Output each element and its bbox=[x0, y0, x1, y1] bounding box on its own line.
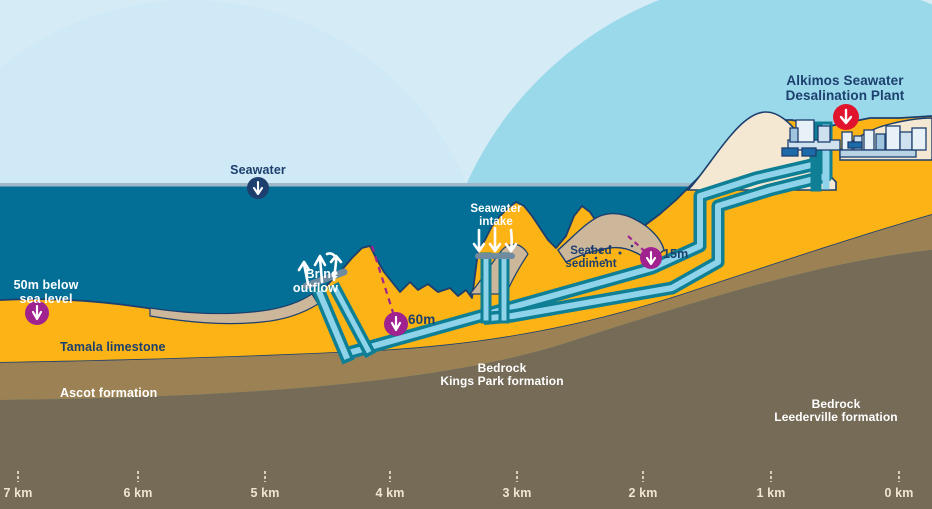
seabed-sediment-label: Seabed sediment bbox=[548, 245, 634, 271]
ascot-formation-label: Ascot formation bbox=[60, 386, 158, 400]
leederville-formation-label: Bedrock Leederville formation bbox=[736, 397, 932, 425]
seawater-intake-line2: intake bbox=[479, 215, 513, 228]
marker-depth-60m[interactable] bbox=[384, 312, 408, 336]
brine-outflow-line1: Brine bbox=[305, 267, 338, 281]
brine-diffuser-cap bbox=[302, 268, 348, 290]
marker-seawater[interactable] bbox=[247, 177, 269, 199]
brine-outflow-arrows-icon bbox=[297, 252, 343, 286]
scale-tick-label: 2 km bbox=[628, 486, 658, 500]
plant-label-line2: Desalination Plant bbox=[785, 88, 905, 104]
scale-tick-label: 1 km bbox=[756, 486, 786, 500]
seawater-intake-line1: Seawater bbox=[470, 203, 522, 215]
marker-plant[interactable] bbox=[833, 104, 859, 130]
depth-50m-line1: 50m below bbox=[13, 278, 79, 292]
seawater-intake-label: Seawater intake bbox=[450, 203, 542, 229]
bedrock-leederville-layer bbox=[0, 250, 932, 460]
kings-park-line2: Kings Park formation bbox=[440, 374, 564, 389]
scale-tick-label: 6 km bbox=[123, 486, 153, 500]
depth-60m-label: 60m bbox=[408, 312, 436, 327]
seawater-label: Seawater bbox=[230, 163, 286, 177]
scale-tick-label: 7 km bbox=[3, 486, 33, 500]
pipe-brine-riser-b-inner bbox=[332, 286, 372, 354]
leederville-line2: Leederville formation bbox=[774, 410, 898, 425]
sea-surface-line bbox=[0, 183, 932, 187]
ascot-formation-layer bbox=[0, 214, 932, 400]
seabed-sediment-line2: sediment bbox=[565, 257, 617, 270]
plant-label: Alkimos Seawater Desalination Plant bbox=[770, 73, 920, 103]
sediment-texture-dots bbox=[582, 244, 634, 262]
scale-tick-marks bbox=[17, 471, 900, 482]
depth-15m-label: 15m bbox=[663, 247, 689, 261]
depth-50m-label: 50m below sea level bbox=[2, 278, 90, 306]
desalination-plant-buildings bbox=[781, 119, 927, 158]
marker-depth-50m[interactable] bbox=[25, 301, 49, 325]
leederville-line1: Bedrock bbox=[811, 397, 861, 411]
seabed-sediment-right bbox=[557, 212, 665, 263]
brine-outflow-line2: outflow bbox=[292, 281, 338, 295]
seawater-intake-arrows-icon bbox=[472, 226, 518, 253]
depth-60-leader-line bbox=[370, 245, 398, 323]
scale-tick-label: 4 km bbox=[375, 486, 405, 500]
tamala-limestone-label: Tamala limestone bbox=[60, 340, 166, 354]
scale-tick-label: 5 km bbox=[250, 486, 280, 500]
kings-park-formation-label: Bedrock Kings Park formation bbox=[402, 361, 602, 389]
brine-outflow-label: Brine outflow bbox=[258, 267, 338, 295]
scale-bar-band bbox=[0, 460, 932, 509]
scale-tick-label: 0 km bbox=[884, 486, 914, 500]
seabed-sediment-line1: Seabed bbox=[570, 245, 612, 257]
pipe-brine-riser-a-inner bbox=[316, 290, 350, 360]
kings-park-line1: Bedrock bbox=[477, 361, 527, 375]
depth-50m-line2: sea level bbox=[19, 292, 73, 306]
scale-tick-label: 3 km bbox=[502, 486, 532, 500]
plant-label-line1: Alkimos Seawater bbox=[786, 73, 904, 88]
marker-depth-15m[interactable] bbox=[640, 247, 662, 269]
